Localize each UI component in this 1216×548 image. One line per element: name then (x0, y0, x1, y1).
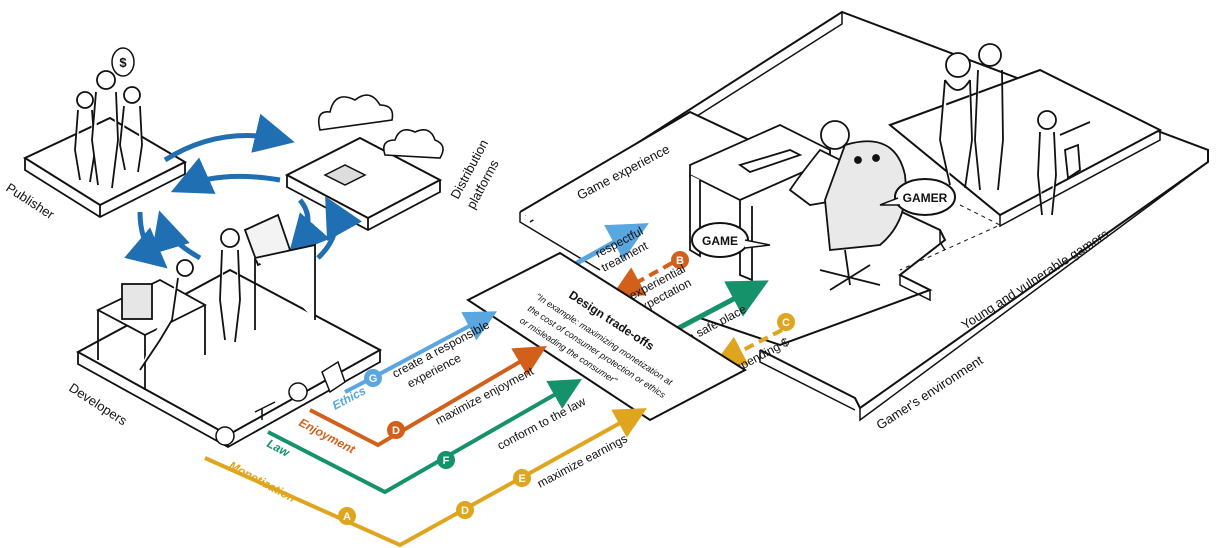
smiley-icon (288, 382, 308, 402)
cloud-icon (317, 94, 394, 131)
monetization-line (204, 408, 647, 548)
enjoyment-line (309, 345, 547, 448)
cycle-arrow (170, 157, 281, 194)
developers-platform: Developers (66, 213, 383, 449)
node-f-label: F (443, 455, 450, 467)
cloud-icon (382, 129, 444, 159)
respectful-arrow (566, 223, 649, 271)
gamer-bubble-text: GAMER (903, 191, 948, 205)
law-line (267, 379, 582, 495)
money-symbol: $ (119, 55, 127, 70)
euro-bag-icon (215, 426, 235, 446)
spending-arrow (712, 328, 783, 366)
cycle-arrow (163, 113, 295, 163)
monetization-label: Monetization (227, 458, 298, 505)
node-e (513, 469, 531, 487)
game-bubble-text: GAME (702, 234, 738, 248)
node-b (671, 251, 689, 269)
game-speech-bubble: GAME (691, 222, 771, 258)
cycle-arrow (288, 198, 330, 256)
safe-place-arrow (673, 280, 769, 333)
gamer-desk-illustration (689, 120, 907, 291)
distribution-platform (284, 94, 444, 232)
gamer-speech-bubble: GAMER (879, 178, 956, 216)
cycle-arrow (151, 210, 202, 261)
node-c (777, 313, 795, 331)
money-bubble (111, 47, 135, 77)
book-icon (321, 360, 346, 394)
cycle-arrow (316, 196, 363, 260)
node-b-label: B (676, 255, 684, 267)
gamepad-icon (323, 164, 367, 186)
expectation-arrow (611, 261, 673, 297)
node-a-label: A (343, 511, 351, 523)
node-e-label: E (518, 473, 525, 485)
node-g-label: G (369, 373, 378, 385)
node-f (437, 451, 455, 469)
node-d-monetization-label: D (461, 505, 469, 517)
developers-illustration (96, 213, 316, 390)
node-d-enjoyment-label: D (392, 425, 400, 437)
node-g (364, 369, 382, 387)
node-d-enjoyment (387, 421, 405, 439)
family-illustration (939, 43, 1091, 216)
node-c-label: C (782, 317, 790, 329)
law-label: Law (265, 436, 293, 460)
node-d-monetization (456, 501, 474, 519)
enjoyment-goal: maximize enjoyment (433, 364, 537, 428)
cycle-arrow (124, 211, 168, 269)
node-a (338, 507, 356, 525)
young-vulnerable-platform (888, 68, 1163, 271)
scale-icon (254, 401, 276, 420)
publisher-platform: $ (22, 47, 188, 219)
cycle-arrows (124, 113, 363, 269)
publisher-people (74, 70, 143, 189)
